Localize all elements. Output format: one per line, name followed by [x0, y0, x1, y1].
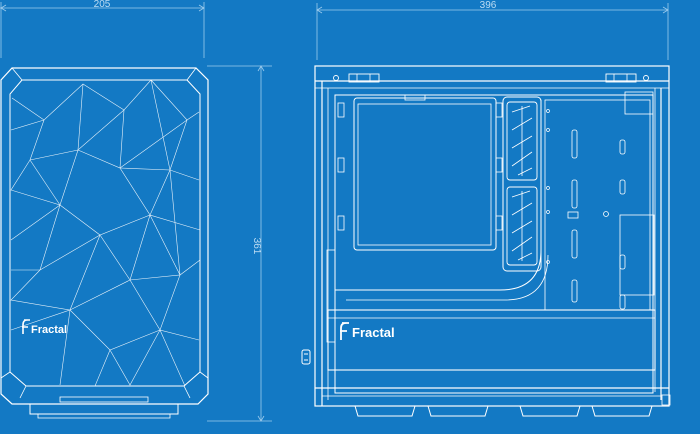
front-brand-logo: Fractal [22, 319, 67, 336]
fractal-f-logo-icon [340, 322, 349, 340]
side-view [314, 65, 671, 417]
fractal-f-logo-icon [22, 319, 30, 334]
side-logo-text: Fractal [352, 325, 395, 340]
front-width-label: 205 [94, 0, 111, 10]
fan-icon [511, 190, 533, 261]
dimension-front-width [0, 2, 205, 58]
dimension-side-length [316, 3, 669, 60]
side-brand-logo: Fractal [340, 322, 395, 340]
power-button-icon [301, 349, 311, 365]
height-label: 361 [251, 238, 262, 255]
fan-icon [511, 105, 533, 176]
front-view [0, 67, 209, 419]
side-length-label: 396 [480, 0, 497, 11]
front-mesh-pattern [10, 79, 201, 387]
dimension-height [207, 65, 272, 422]
front-logo-text: Fractal [31, 324, 67, 336]
